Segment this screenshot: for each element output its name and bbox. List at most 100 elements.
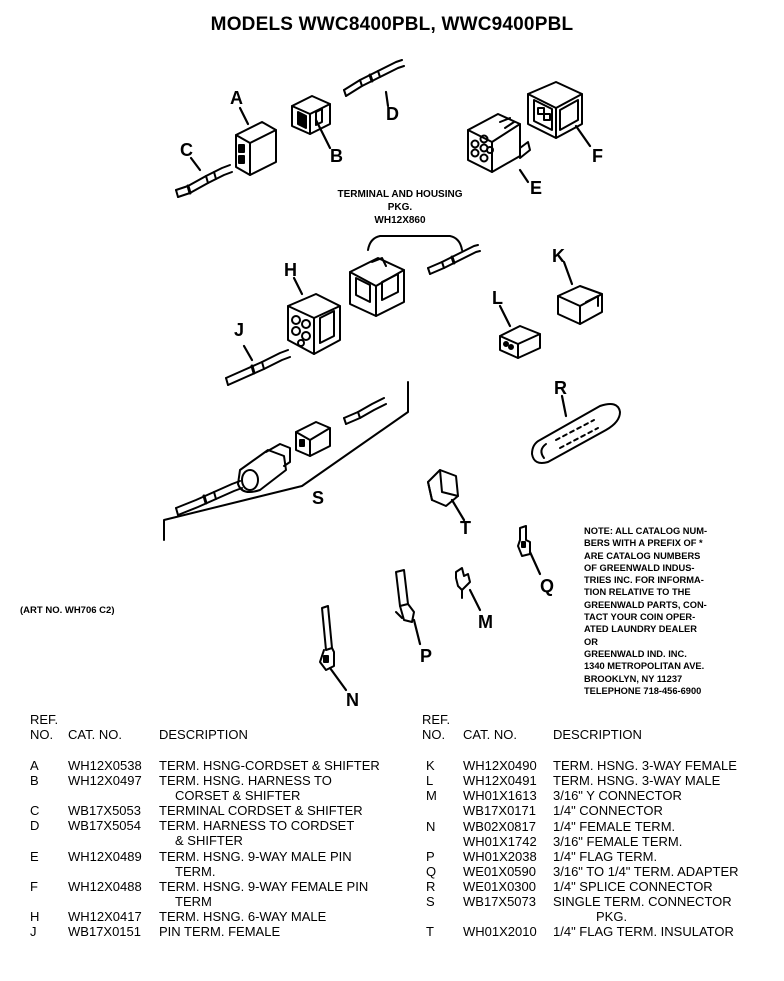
ref-cell: F xyxy=(30,879,38,894)
part-f-housing xyxy=(527,81,583,139)
callout-n: N xyxy=(346,690,359,710)
cat-cell: WH01X1742 xyxy=(463,834,537,849)
greenwald-note: NOTE: ALL CATALOG NUM- BERS WITH A PREFI… xyxy=(584,525,736,697)
cat-cell: WH12X0490 xyxy=(463,758,537,773)
desc-cell: TERM. xyxy=(175,864,216,879)
cat-cell: WH12X0491 xyxy=(463,773,537,788)
note-line: 1340 METROPOLITAN AVE. xyxy=(584,661,705,672)
note-line: BROOKLYN, NY 11237 xyxy=(584,673,683,684)
part-r-splice xyxy=(531,403,621,464)
callout-m: M xyxy=(478,612,493,632)
pkg-terminal xyxy=(427,244,481,275)
desc-cell: 1/4" FLAG TERM. xyxy=(553,849,658,864)
ref-cell: N xyxy=(426,819,436,834)
callout-c: C xyxy=(180,140,193,160)
ref-cell: J xyxy=(30,924,37,939)
left-header-desc: DESCRIPTION xyxy=(159,727,248,742)
cat-cell: WH12X0488 xyxy=(68,879,142,894)
ref-cell: L xyxy=(426,773,434,788)
ref-cell: P xyxy=(426,849,435,864)
callout-f: F xyxy=(592,146,603,166)
desc-cell: TERM. HSNG. 6-WAY MALE xyxy=(159,909,327,924)
note-line: TRIES INC. FOR INFORMA- xyxy=(584,575,704,586)
callout-p: P xyxy=(420,646,433,666)
note-line: TION RELATIVE TO THE xyxy=(584,587,691,598)
callout-e: E xyxy=(530,178,543,198)
desc-cell: TERMINAL CORDSET & SHIFTER xyxy=(159,803,363,818)
desc-cell: PIN TERM. FEMALE xyxy=(159,924,281,939)
desc-cell: 3/16" TO 1/4" TERM. ADAPTER xyxy=(553,864,739,879)
cat-cell: WE01X0300 xyxy=(463,879,536,894)
cat-cell: WB02X0817 xyxy=(463,819,536,834)
cat-cell: WH01X2038 xyxy=(463,849,537,864)
part-c-terminal xyxy=(175,164,233,198)
cat-cell: WH12X0497 xyxy=(68,773,142,788)
desc-cell: PKG. xyxy=(596,909,628,924)
pkg-label: TERMINAL AND HOUSING PKG. WH12X860 xyxy=(330,188,470,227)
part-j-terminal xyxy=(225,349,291,386)
part-s-terminal-1 xyxy=(343,397,387,425)
note-line: ATED LAUNDRY DEALER xyxy=(584,624,697,635)
right-header-cat: CAT. NO. xyxy=(463,727,517,742)
cat-cell: WB17X5054 xyxy=(68,818,141,833)
callout-h: H xyxy=(284,260,297,280)
part-s-terminal-2 xyxy=(175,480,243,516)
note-line: OF GREENWALD INDUS- xyxy=(584,562,695,573)
cat-cell: WB17X0171 xyxy=(463,803,536,818)
pkg-label-line: PKG. xyxy=(387,202,413,213)
desc-cell: 1/4" FEMALE TERM. xyxy=(553,819,676,834)
desc-cell: TERM. HSNG. 3-WAY FEMALE xyxy=(553,758,737,773)
note-line: ARE CATALOG NUMBERS xyxy=(584,550,701,561)
part-t-insulator xyxy=(427,469,459,507)
desc-cell: 1/4" FLAG TERM. INSULATOR xyxy=(553,924,734,939)
right-header-desc: DESCRIPTION xyxy=(553,727,642,742)
page-title: MODELS WWC8400PBL, WWC9400PBL xyxy=(210,14,574,35)
callout-q: Q xyxy=(540,576,555,596)
pkg-bracket xyxy=(367,235,463,251)
desc-cell: CORSET & SHIFTER xyxy=(175,788,301,803)
note-line: TELEPHONE 718-456-6900 xyxy=(584,685,702,696)
cat-cell: WH12X0538 xyxy=(68,758,142,773)
note-line: OR xyxy=(584,636,598,647)
cat-cell: WB17X5053 xyxy=(68,803,141,818)
cat-cell: WH12X0489 xyxy=(68,849,142,864)
desc-cell: SINGLE TERM. CONNECTOR xyxy=(553,894,732,909)
callout-b: B xyxy=(330,146,343,166)
pkg-label-line: WH12X860 xyxy=(374,215,426,226)
part-a-housing xyxy=(235,121,277,176)
left-header-cat: CAT. NO. xyxy=(68,727,122,742)
cat-cell: WH01X2010 xyxy=(463,924,537,939)
cat-cell: WE01X0590 xyxy=(463,864,536,879)
ref-cell: C xyxy=(30,803,40,818)
desc-cell: TERM. HSNG. 9-WAY MALE PIN xyxy=(159,849,352,864)
callout-t: T xyxy=(460,518,471,538)
callout-j: J xyxy=(234,320,245,340)
cat-cell: WB17X0151 xyxy=(68,924,141,939)
pkg-housing xyxy=(349,257,405,317)
note-line: BERS WITH A PREFIX OF * xyxy=(584,538,703,549)
ref-cell: A xyxy=(30,758,39,773)
callout-k: K xyxy=(552,246,565,266)
note-line: NOTE: ALL CATALOG NUM- xyxy=(584,526,708,536)
desc-cell: 1/4" CONNECTOR xyxy=(553,803,663,818)
callout-l: L xyxy=(492,288,503,308)
ref-cell: M xyxy=(426,788,437,803)
right-header-ref: REF. NO. xyxy=(422,712,450,742)
pkg-label-line: TERMINAL AND HOUSING xyxy=(337,189,463,200)
ref-cell: E xyxy=(30,849,39,864)
part-s-bracket xyxy=(163,381,409,541)
header-ref-line1: REF. xyxy=(422,712,451,727)
note-line: TACT YOUR COIN OPER- xyxy=(584,612,696,623)
part-l-housing xyxy=(499,325,541,359)
note-line: GREENWALD IND. INC. xyxy=(584,648,687,659)
ref-cell: Q xyxy=(426,864,437,879)
art-number: (ART NO. WH706 C2) xyxy=(20,605,115,616)
header-ref-line2: NO. xyxy=(422,727,446,742)
part-p-flag-term xyxy=(395,569,415,623)
desc-cell: TERM. HSNG. 9-WAY FEMALE PIN xyxy=(159,879,369,894)
part-h-housing xyxy=(287,293,341,355)
parts-diagram xyxy=(163,59,621,692)
header-ref-line1: REF. xyxy=(30,712,59,727)
desc-cell: 3/16" Y CONNECTOR xyxy=(553,788,682,803)
callout-a: A xyxy=(230,88,243,108)
